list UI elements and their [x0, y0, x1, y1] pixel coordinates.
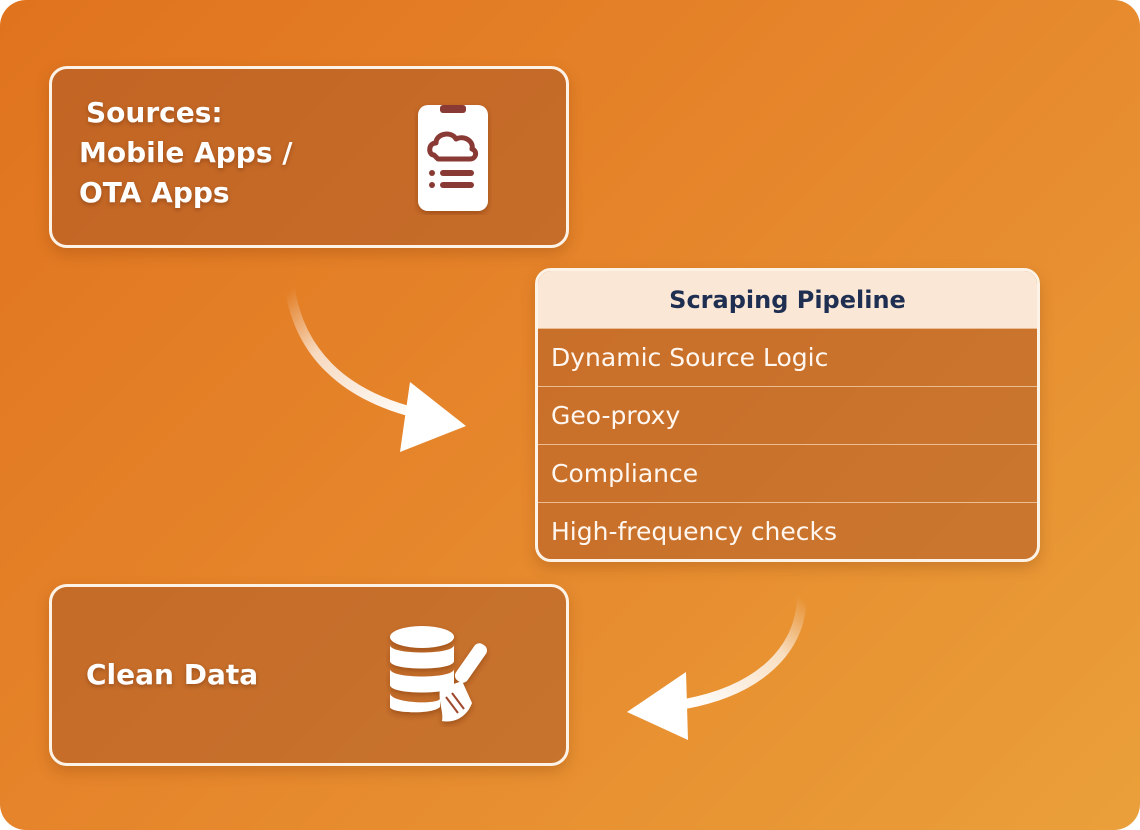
arrow-pipeline-to-clean: [627, 593, 807, 740]
sources-card: Sources: Mobile Apps / OTA Apps: [49, 66, 569, 248]
pipeline-item-high-frequency-checks: High-frequency checks: [538, 502, 1037, 559]
pipeline-item-geo-proxy: Geo-proxy: [538, 386, 1037, 444]
pipeline-item-dynamic-source-logic: Dynamic Source Logic: [538, 328, 1037, 386]
arrow-sources-to-pipeline: [285, 285, 466, 452]
mobile-app-icon: [418, 105, 488, 211]
sources-title: Sources:: [86, 96, 223, 129]
clean-data-label: Clean Data: [86, 658, 259, 691]
sources-line-mobile: Mobile Apps /: [79, 136, 293, 169]
database-broom-icon: [390, 626, 487, 722]
clean-data-card: Clean Data: [49, 584, 569, 766]
pipeline-title: Scraping Pipeline: [538, 271, 1037, 328]
scraping-pipeline-card: Scraping Pipeline Dynamic Source Logic G…: [535, 268, 1040, 562]
pipeline-item-compliance: Compliance: [538, 444, 1037, 502]
sources-line-ota: OTA Apps: [79, 176, 230, 209]
